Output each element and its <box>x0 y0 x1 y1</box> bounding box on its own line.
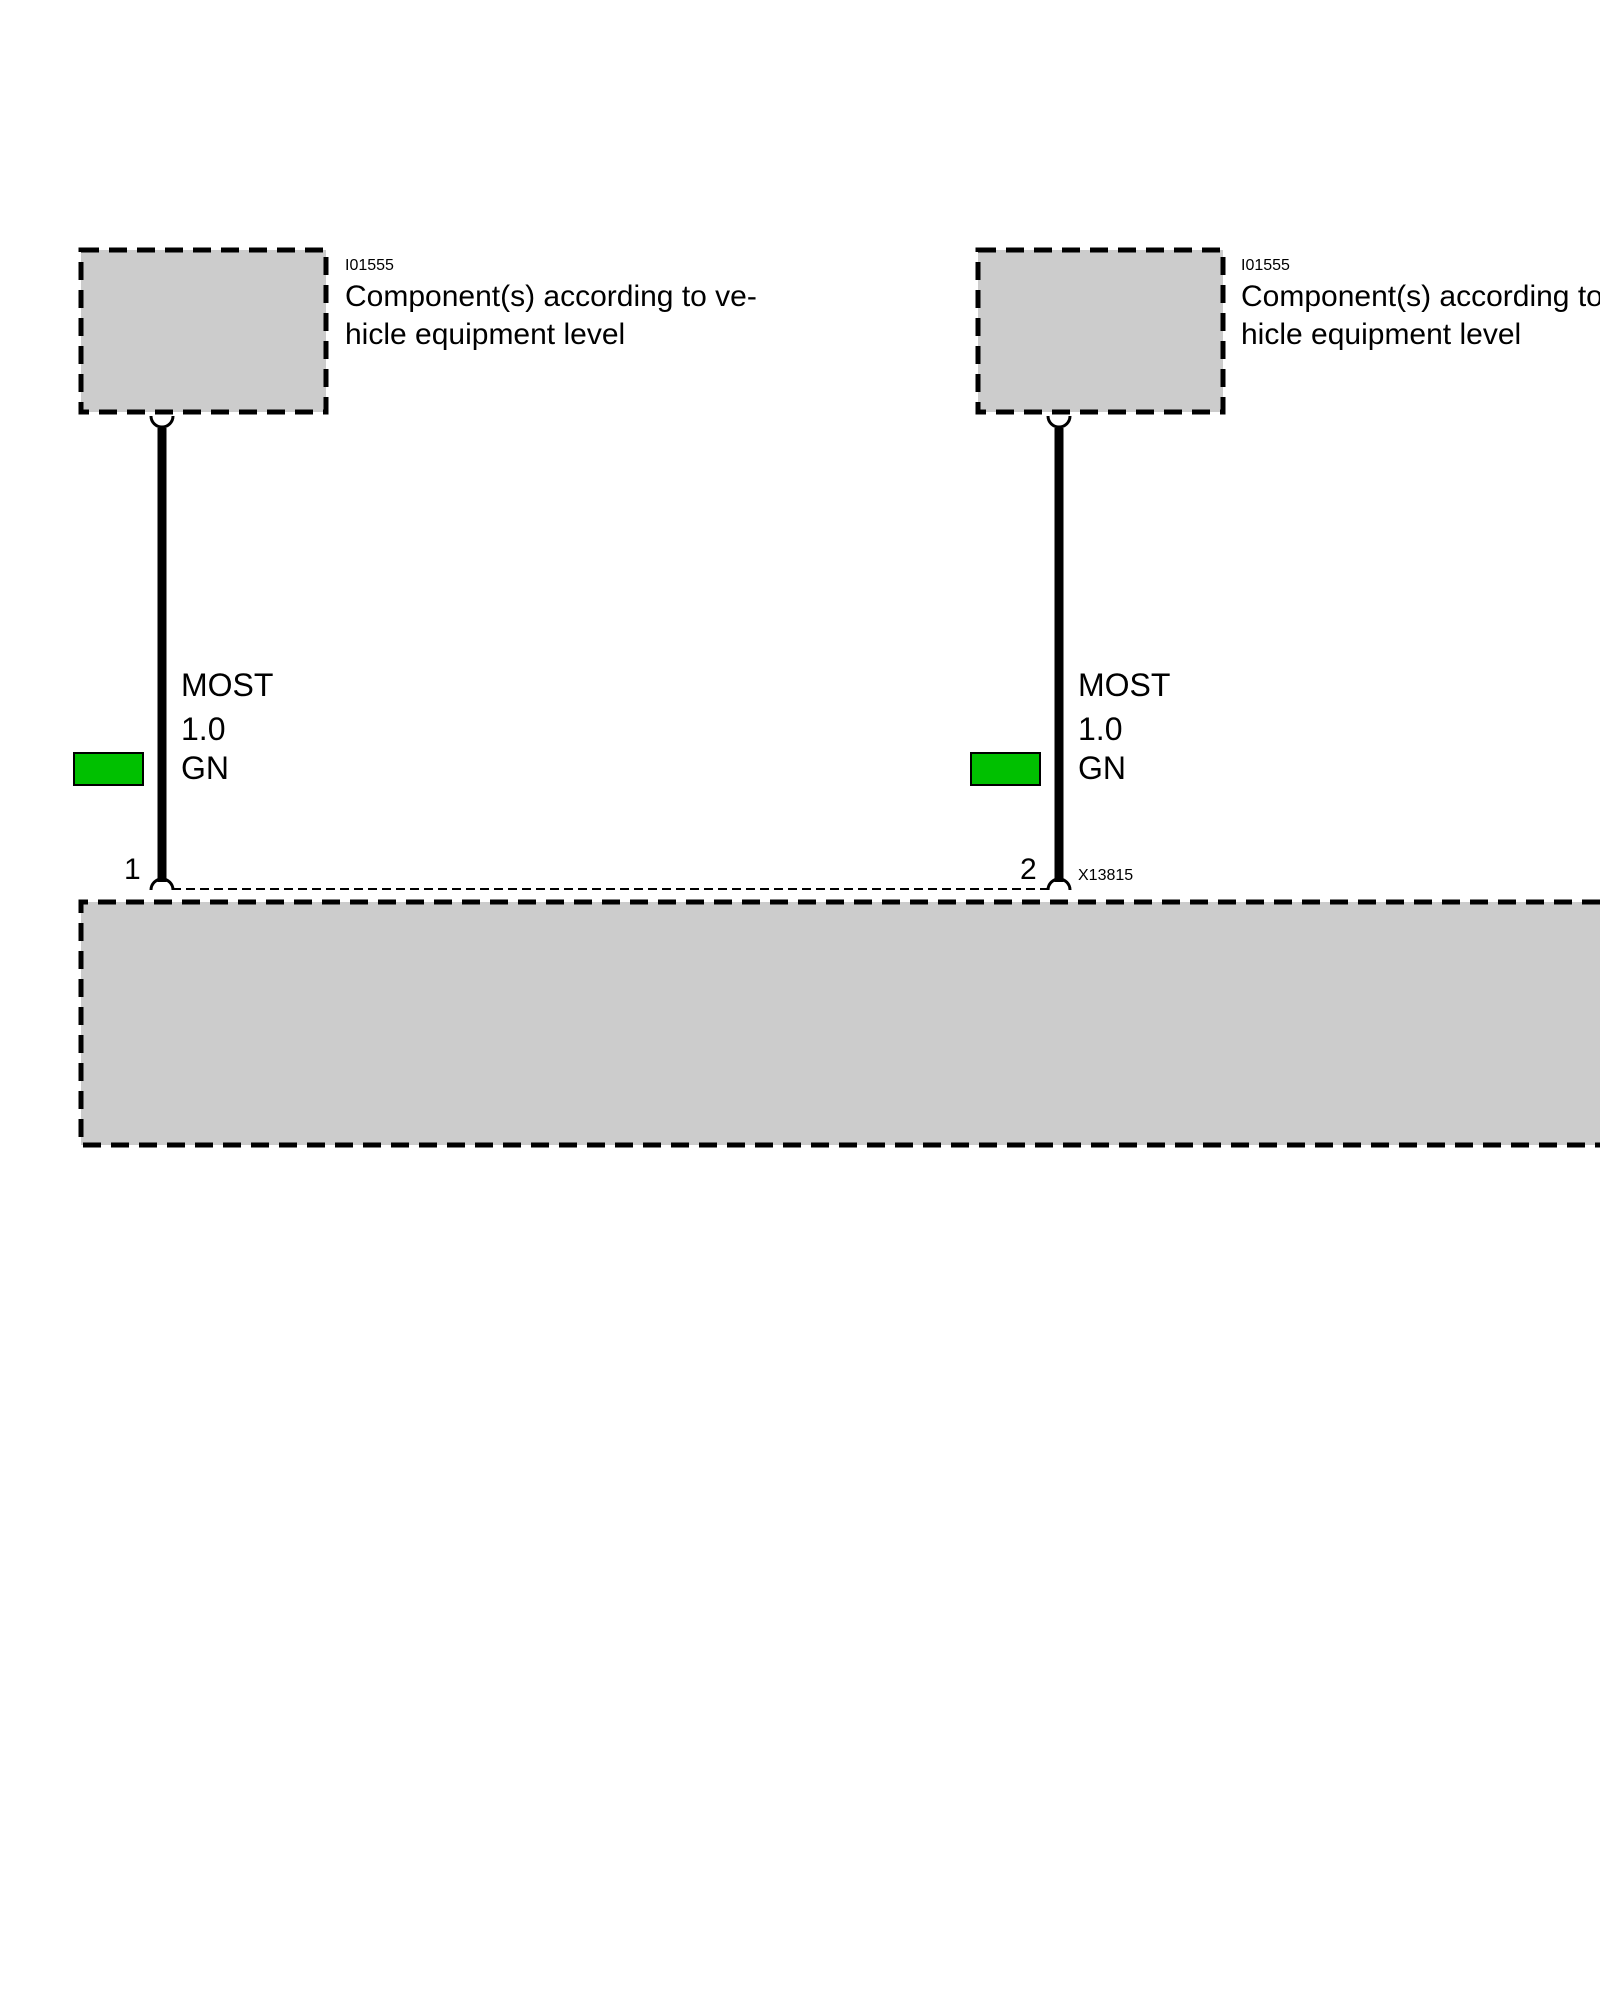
wire-2-size: 1.0 <box>1078 711 1122 747</box>
component-2-description-line2: hicle equipment level <box>1241 318 1521 351</box>
component-2-box[interactable] <box>975 247 1226 415</box>
wire-1-color-swatch <box>73 752 144 786</box>
connector-code: X13815 <box>1078 867 1133 884</box>
wire-2-top-terminal <box>1046 415 1072 429</box>
wire-2-signal: MOST <box>1078 667 1170 703</box>
wire-2-bottom-terminal <box>1046 877 1072 891</box>
component-1: I01555 Component(s) according to ve- hic… <box>78 247 757 415</box>
wire-1-pin-number: 1 <box>124 853 141 886</box>
component-1-code: I01555 <box>345 257 394 274</box>
wire-1-signal: MOST <box>181 667 273 703</box>
component-2-code: I01555 <box>1241 257 1290 274</box>
component-2-description-line1: Component(s) according to ve- <box>1241 280 1600 313</box>
component-1-box[interactable] <box>78 247 329 415</box>
wire-2-color-code: GN <box>1078 750 1126 786</box>
component-1-description-line1: Component(s) according to ve- <box>345 280 757 313</box>
wire-2-color-swatch <box>970 752 1041 786</box>
main-module-box[interactable] <box>78 899 1600 1148</box>
wire-2-pin-number: 2 <box>1020 853 1037 886</box>
wire-1: MOST 1.0 GN 1 <box>73 415 273 891</box>
wire-1-size: 1.0 <box>181 711 225 747</box>
component-2: I01555 Component(s) according to ve- hic… <box>975 247 1600 415</box>
wire-1-top-terminal <box>149 415 175 429</box>
wire-1-bottom-terminal <box>149 877 175 891</box>
component-1-description-line2: hicle equipment level <box>345 318 625 351</box>
wire-1-color-code: GN <box>181 750 229 786</box>
wire-2: MOST 1.0 GN 2 <box>970 415 1170 891</box>
